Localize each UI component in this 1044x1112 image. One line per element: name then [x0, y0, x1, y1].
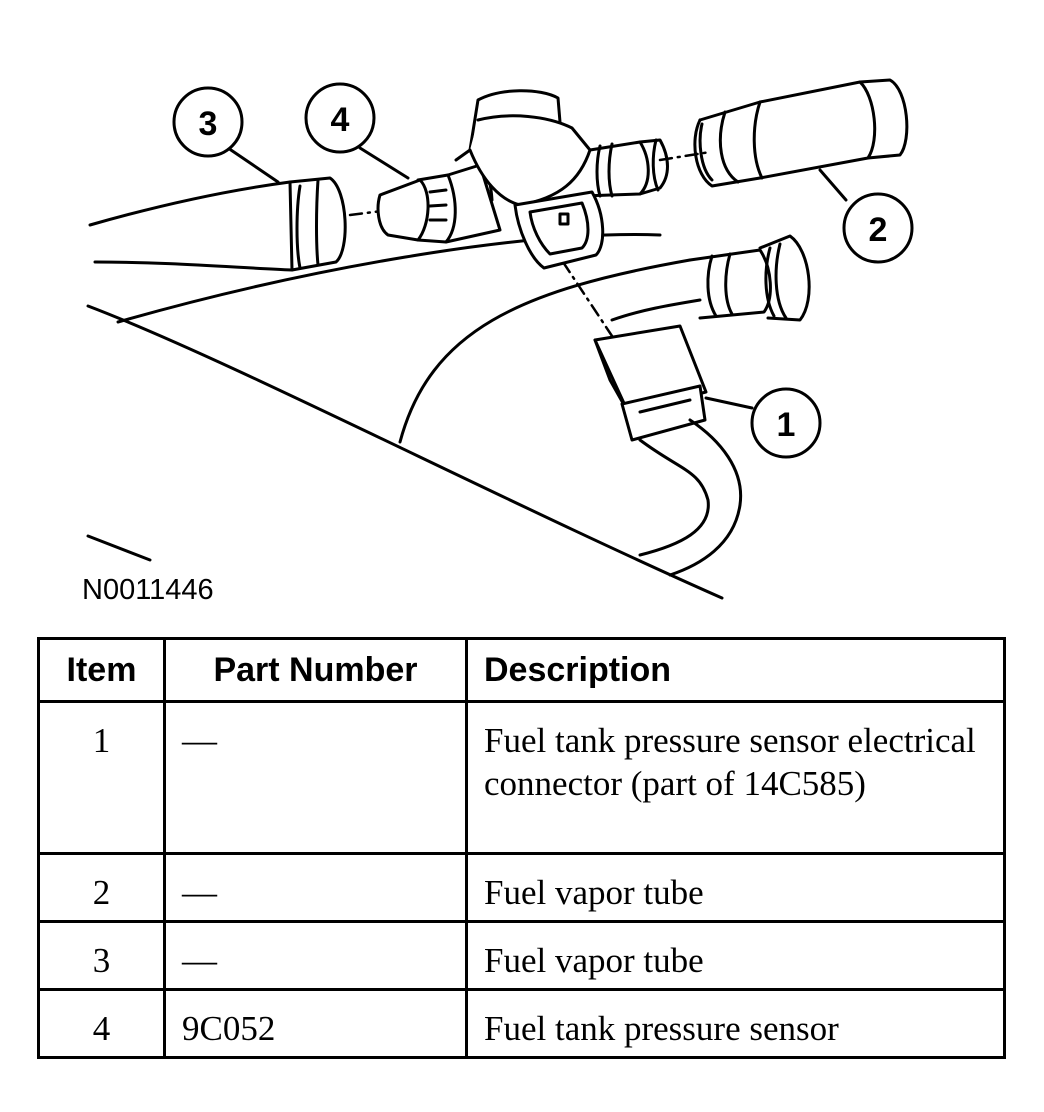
row-description: Fuel tank pressure sensor electrical con… — [465, 700, 1006, 855]
header-part-number: Part Number — [163, 637, 468, 703]
callout-2: 2 — [818, 168, 914, 264]
row-part-number: — — [163, 852, 468, 923]
table-row: 1 — Fuel tank pressure sensor electrical… — [37, 700, 1006, 855]
table-header-row: Item Part Number Description — [37, 637, 1006, 703]
callout-1-label: 1 — [777, 406, 796, 444]
vapor-tube-right — [693, 78, 909, 188]
callout-4-label: 4 — [331, 101, 350, 139]
header-description: Description — [465, 637, 1006, 703]
fuel-tank-pressure-sensor-illustration: 1 2 3 4 — [86, 78, 914, 600]
lower-tube-and-connector — [398, 234, 811, 577]
row-item: 3 — [37, 920, 166, 991]
callout-3-label: 3 — [199, 105, 218, 143]
figure-id: N0011446 — [82, 574, 214, 606]
row-description: Fuel vapor tube — [465, 852, 1006, 923]
row-part-number: — — [163, 920, 468, 991]
vapor-tube-left — [88, 176, 347, 272]
row-item: 1 — [37, 700, 166, 855]
callout-3: 3 — [172, 86, 280, 184]
row-item: 4 — [37, 988, 166, 1059]
row-part-number: — — [163, 700, 468, 855]
callout-2-label: 2 — [869, 211, 888, 249]
row-part-number: 9C052 — [163, 988, 468, 1059]
callout-4: 4 — [304, 82, 410, 180]
row-item: 2 — [37, 852, 166, 923]
row-description: Fuel vapor tube — [465, 920, 1006, 991]
row-description: Fuel tank pressure sensor — [465, 988, 1006, 1059]
parts-table: Item Part Number Description 1 — Fuel ta… — [37, 637, 1006, 1059]
header-item: Item — [37, 637, 166, 703]
table-row: 3 — Fuel vapor tube — [37, 920, 1006, 991]
table-row: 4 9C052 Fuel tank pressure sensor — [37, 988, 1006, 1059]
callout-1: 1 — [704, 387, 822, 459]
pressure-sensor-body — [376, 89, 669, 270]
table-row: 2 — Fuel vapor tube — [37, 852, 1006, 923]
